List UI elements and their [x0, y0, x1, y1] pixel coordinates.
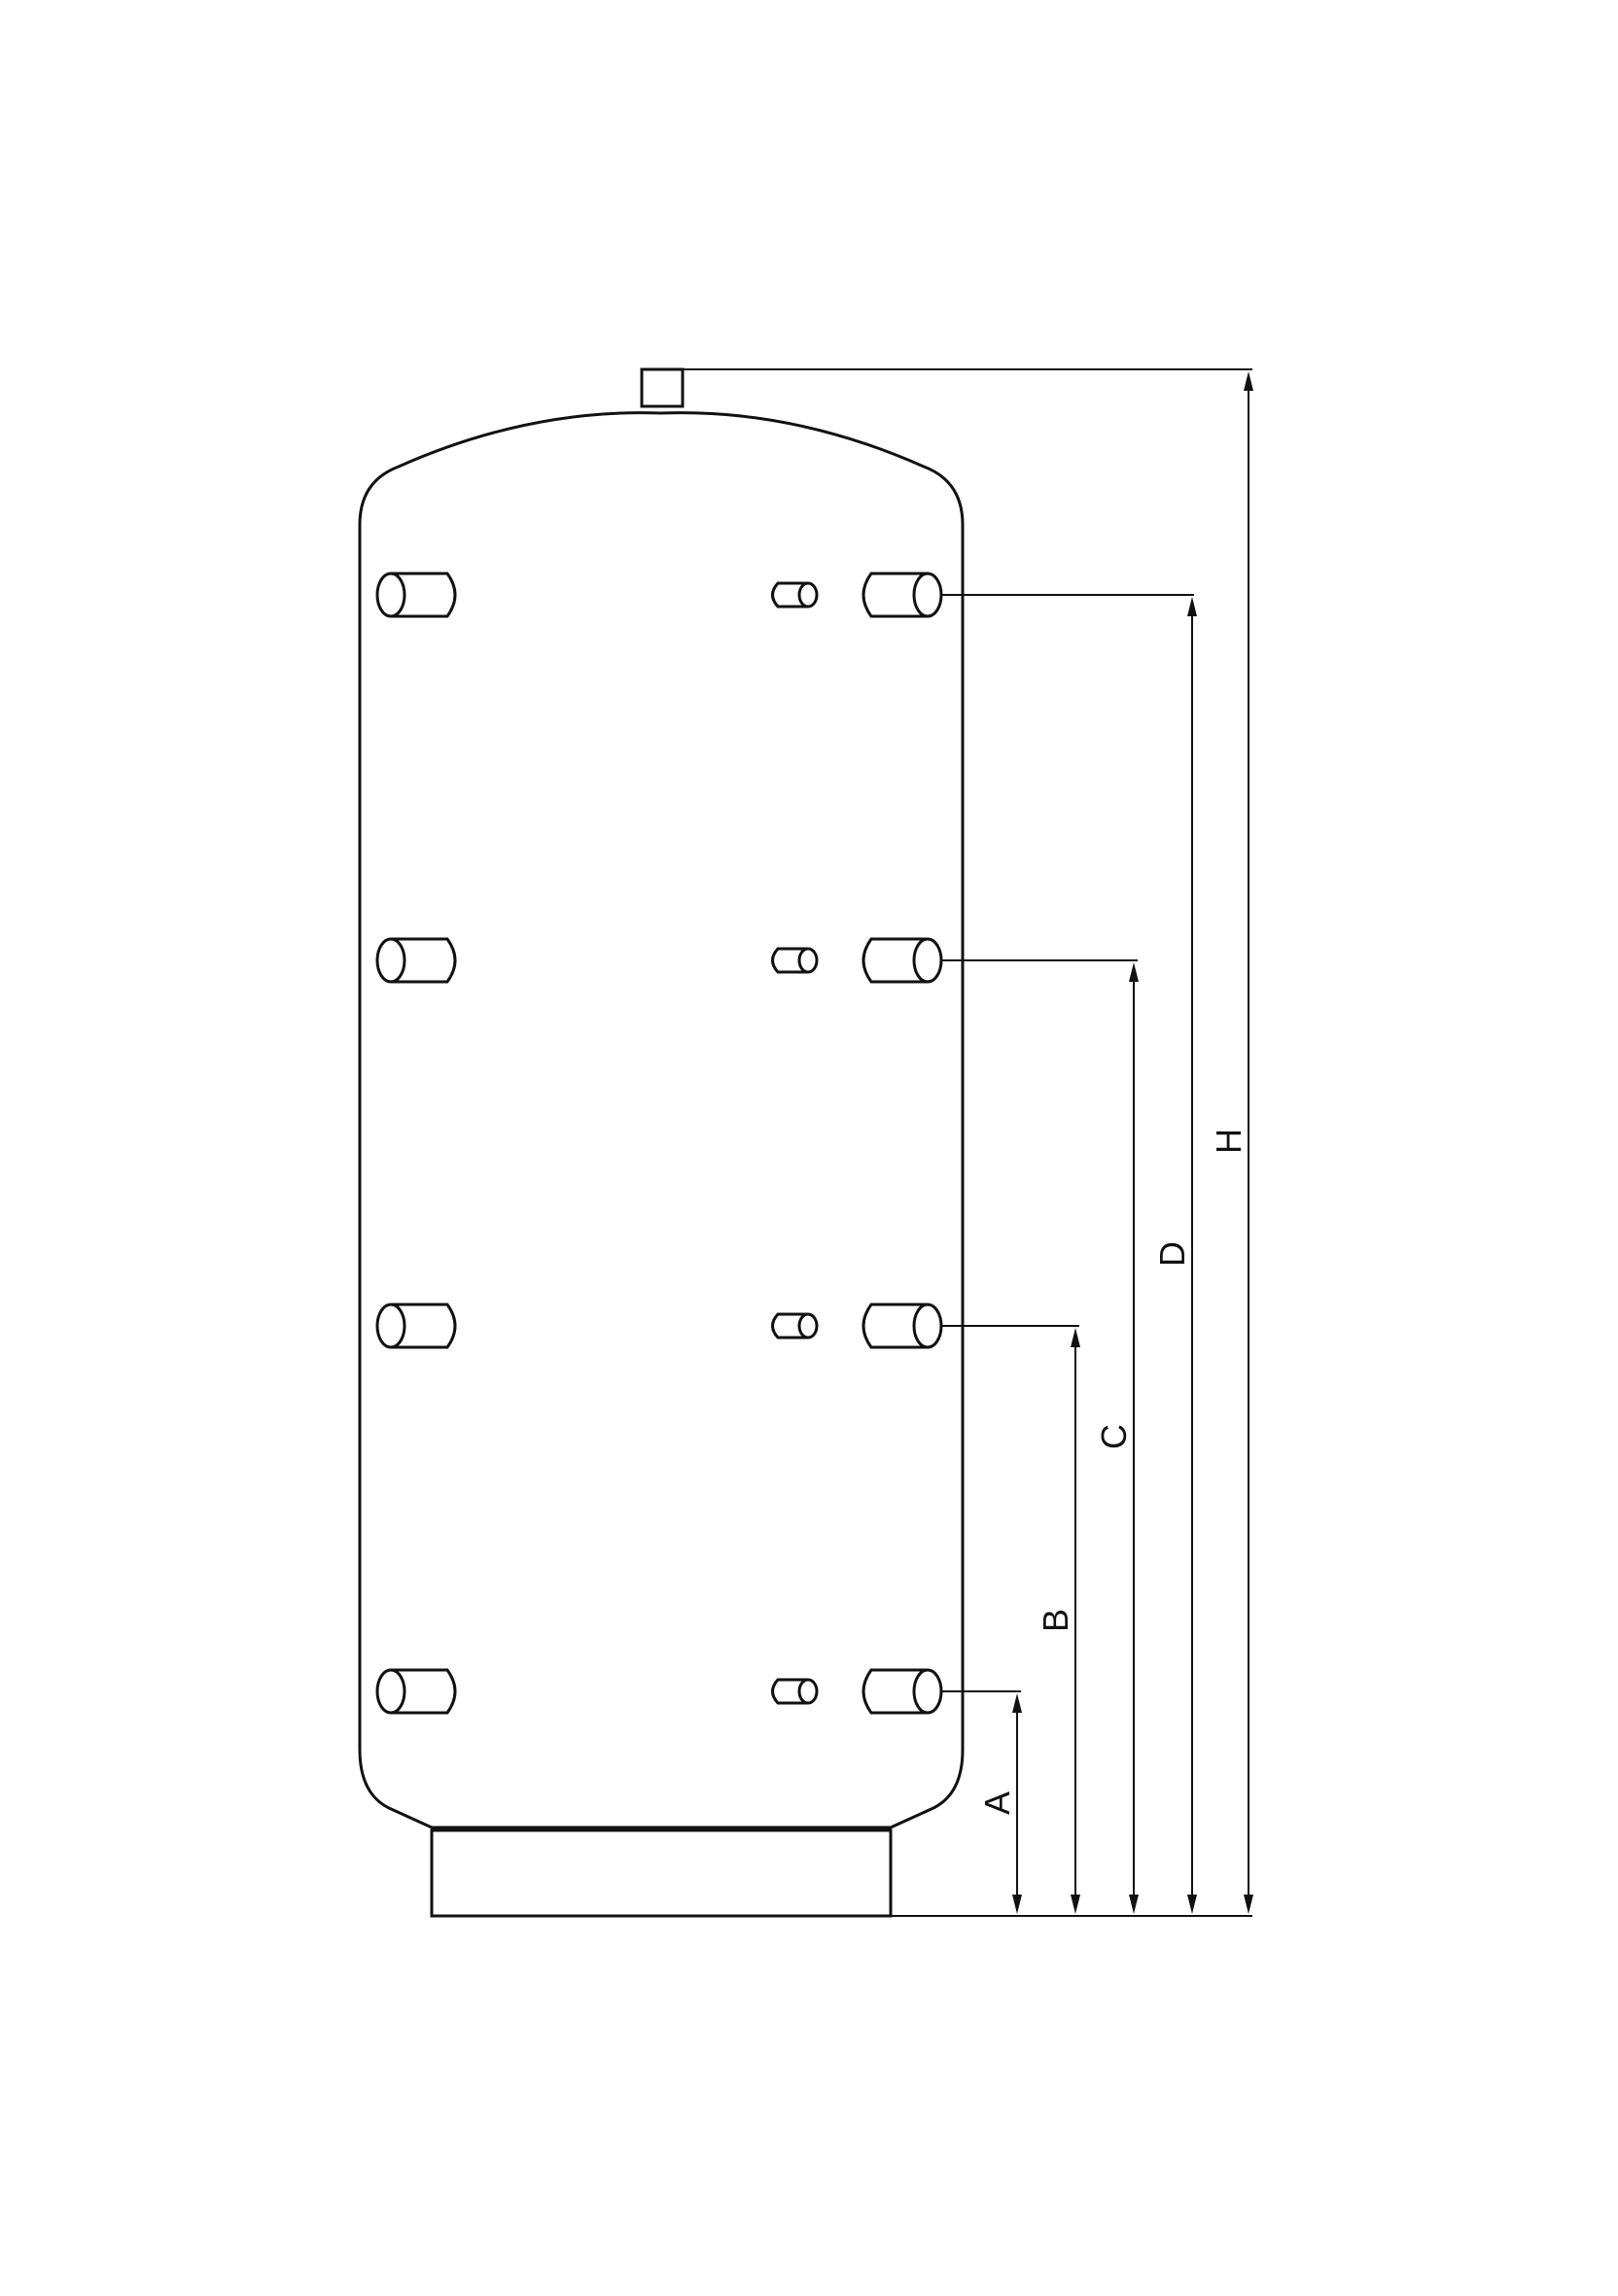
dimension-c: C [1094, 962, 1139, 1914]
sensor-socket-1 [771, 581, 819, 609]
dimension-h: H [1209, 371, 1253, 1914]
dimension-label-b: B [1036, 1609, 1075, 1632]
dimension-label-d: D [1152, 1241, 1192, 1267]
right-connection-1 [862, 572, 943, 618]
tank-base [430, 1828, 893, 1918]
right-connection-4 [862, 1668, 943, 1715]
sensor-socket-2 [771, 947, 819, 974]
top-nozzle [640, 367, 685, 408]
dimension-label-c: C [1094, 1424, 1134, 1449]
dimension-label-h: H [1209, 1129, 1249, 1154]
dimension-b: B [1036, 1328, 1080, 1914]
right-connection-3 [862, 1303, 943, 1349]
right-connection-2 [862, 937, 943, 984]
left-connection-4 [375, 1668, 457, 1715]
left-connection-1 [375, 572, 457, 618]
sensor-socket-3 [771, 1312, 819, 1339]
sensor-socket-4 [771, 1678, 819, 1705]
dimension-d: D [1152, 597, 1197, 1914]
dimension-label-a: A [977, 1792, 1017, 1815]
left-connection-3 [375, 1303, 457, 1349]
tank-outline [358, 411, 965, 1829]
left-connection-2 [375, 937, 457, 984]
dimension-a: A [977, 1693, 1022, 1914]
extension-lines [683, 368, 1252, 1917]
